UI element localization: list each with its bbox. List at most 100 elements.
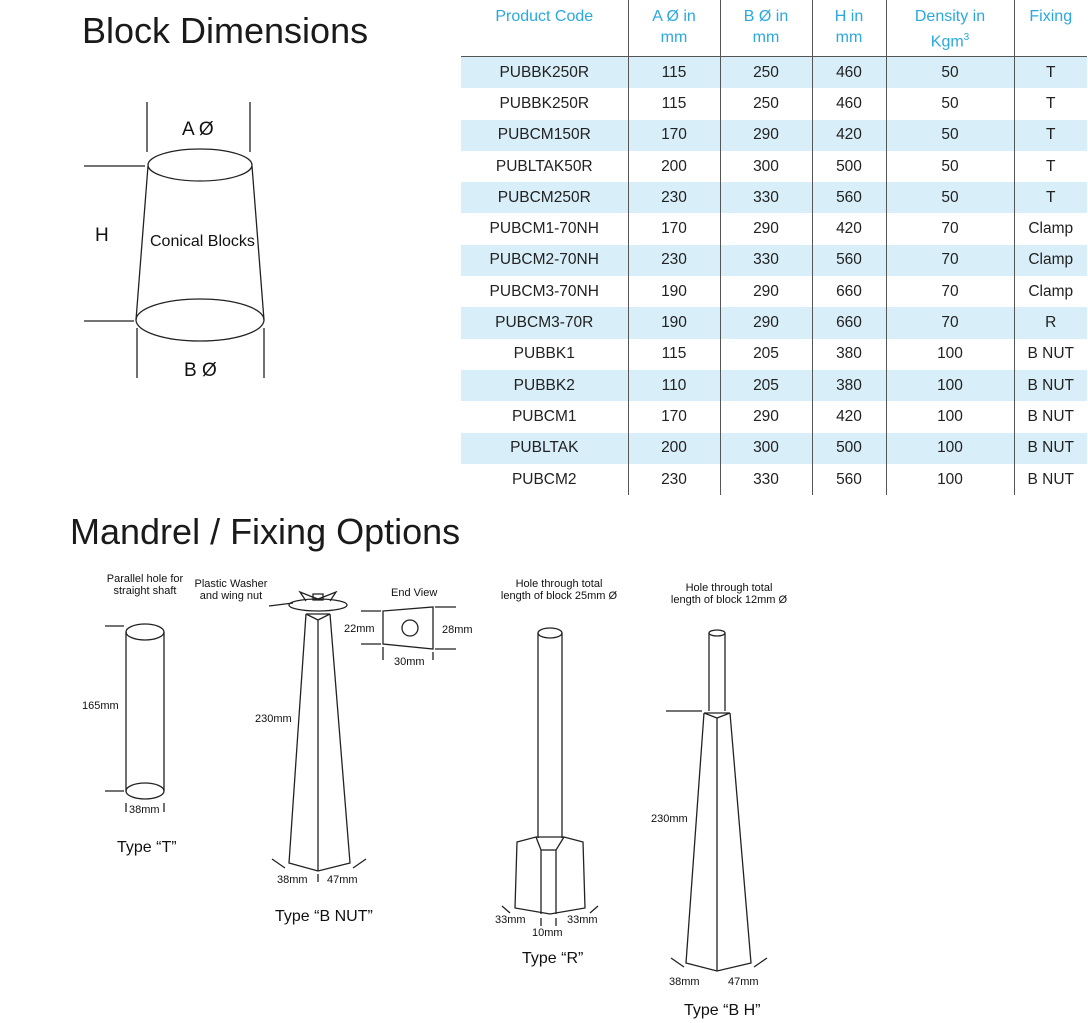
cell-fixing: Clamp (1028, 220, 1074, 238)
cell-fixing: B NUT (1014, 432, 1087, 464)
cell-a-diameter: 170 (628, 401, 721, 433)
cell-density: 50 (886, 150, 1015, 183)
cell-a-diameter: 200 (628, 150, 721, 183)
cell-fixing: B NUT (1027, 407, 1075, 425)
cell-b-diameter: 290 (720, 276, 813, 308)
cell-density: 70 (886, 276, 1015, 308)
cell-b-diameter: 290 (720, 307, 813, 339)
cell-a-diameter: 115 (628, 338, 721, 370)
cell-a-diameter: 230 (628, 182, 721, 214)
cell-fixing: B NUT (1014, 369, 1087, 402)
cell-product-code: PUBCM3-70R (461, 307, 629, 339)
cell-b-diameter: 330 (720, 244, 813, 277)
cell-product-code: PUBBK250R (461, 56, 629, 89)
cell-height: 560 (812, 182, 887, 214)
type-t-diameter: 38mm (129, 804, 160, 816)
cell-density: 50 (886, 88, 1015, 120)
type-bh-label: Type “B H” (684, 1002, 761, 1019)
end-view-title: End View (391, 587, 438, 599)
cell-density: 100 (886, 369, 1015, 402)
cell-height: 660 (812, 307, 887, 339)
cell-density: 100 (886, 432, 1015, 464)
cell-fixing: Clamp (1014, 244, 1087, 277)
cell-product-code: PUBLTAK (461, 432, 629, 464)
cell-b-diameter: 290 (720, 401, 813, 433)
cell-height: 660 (812, 276, 887, 308)
end-view-bottom: 30mm (394, 656, 425, 668)
cell-b-diameter: 205 (720, 369, 813, 402)
cell-density: 50 (886, 56, 1015, 89)
header-fixing: Fixing (1014, 0, 1087, 57)
type-r-block (502, 628, 598, 926)
cell-product-code: PUBLTAK50R (461, 150, 629, 183)
type-r-label: Type “R” (522, 950, 584, 967)
type-bh-height: 230mm (651, 813, 688, 825)
cell-a-diameter: 170 (628, 119, 721, 151)
cell-fixing: B NUT (1027, 470, 1075, 488)
type-t-label: Type “T” (117, 839, 177, 856)
cell-density: 70 (886, 213, 1015, 245)
cell-product-code: PUBBK2 (461, 369, 629, 402)
cell-product-code: PUBBK250R (461, 88, 629, 120)
bnut-base-right: 47mm (327, 874, 358, 886)
cell-fixing: T (1014, 119, 1087, 151)
type-bnut-block (269, 592, 366, 882)
cell-height: 560 (812, 463, 887, 496)
cell-height: 460 (812, 56, 887, 89)
cell-a-diameter: 110 (628, 369, 721, 402)
cell-fixing: R (1014, 307, 1087, 339)
cell-a-diameter: 190 (628, 307, 721, 339)
cell-density: 50 (886, 182, 1015, 214)
type-bnut-label: Type “B NUT” (275, 908, 373, 925)
cell-height: 500 (812, 150, 887, 183)
cell-density: 100 (886, 338, 1015, 370)
cell-fixing: B NUT (1027, 345, 1075, 363)
bnut-base-left: 38mm (277, 874, 308, 886)
cell-a-diameter: 230 (628, 244, 721, 277)
bnut-height: 230mm (255, 713, 292, 725)
cell-fixing: T (1014, 182, 1087, 214)
cone-height-label: H (95, 225, 109, 246)
cell-height: 420 (812, 213, 887, 245)
cell-height: 500 (812, 432, 887, 464)
cell-a-diameter: 170 (628, 213, 721, 245)
cell-fixing: Clamp (1028, 282, 1074, 300)
cell-product-code: PUBCM1-70NH (461, 213, 629, 245)
cell-product-code: PUBBK1 (461, 338, 629, 370)
cell-product-code: PUBCM2-70NH (461, 244, 629, 277)
cell-b-diameter: 330 (720, 463, 813, 496)
cell-product-code: PUBCM2 (461, 463, 629, 496)
cell-fixing: T (1046, 94, 1056, 112)
header-product-code: Product Code (461, 0, 629, 57)
cone-body-label: Conical Blocks (150, 233, 255, 250)
cell-b-diameter: 290 (720, 119, 813, 151)
cell-density: 100 (886, 401, 1015, 433)
cell-b-diameter: 250 (720, 88, 813, 120)
cell-height: 380 (812, 338, 887, 370)
cell-density: 70 (886, 244, 1015, 277)
cell-height: 380 (812, 369, 887, 402)
cell-b-diameter: 205 (720, 338, 813, 370)
cell-height: 460 (812, 88, 887, 120)
type-r-base-left: 33mm (495, 914, 526, 926)
cell-a-diameter: 115 (628, 56, 721, 89)
cell-a-diameter: 200 (628, 432, 721, 464)
cell-fixing: T (1046, 157, 1056, 175)
type-t-cylinder (105, 624, 164, 812)
cell-a-diameter: 190 (628, 276, 721, 308)
cell-height: 560 (812, 244, 887, 277)
